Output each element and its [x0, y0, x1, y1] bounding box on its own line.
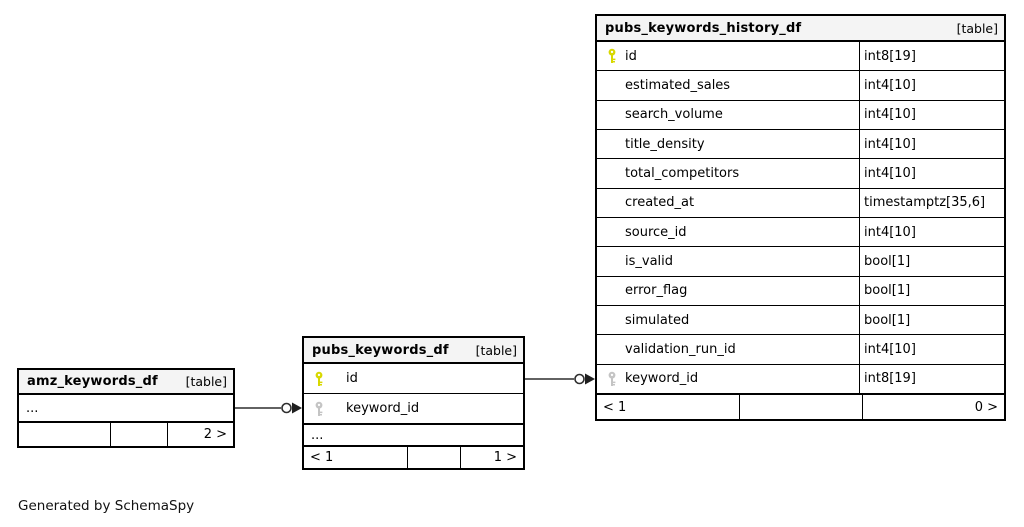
column-name: is_valid — [625, 253, 674, 269]
primary-key-icon — [606, 48, 618, 64]
table-row: is_valid bool[1] — [597, 246, 1004, 276]
hidden-columns-ellipsis: ... — [26, 400, 39, 416]
table-row: simulated bool[1] — [597, 304, 1004, 335]
footer-children-count — [19, 423, 110, 446]
key-icon-slot — [606, 283, 618, 299]
table-row: created_at timestamptz[35,6] — [597, 187, 1004, 217]
table-header[interactable]: pubs_keywords_df [table] — [304, 338, 523, 364]
key-icon-slot — [606, 312, 618, 328]
table-type-tag: [table] — [475, 342, 517, 358]
column-type: timestamptz[35,6] — [864, 195, 986, 211]
key-icon-slot — [606, 136, 618, 152]
edge-amz-to-pubs — [235, 402, 302, 414]
footer-spacer — [110, 423, 167, 446]
key-icon-slot — [606, 341, 618, 357]
zero-or-one-circle — [281, 402, 292, 414]
key-icon-slot — [606, 224, 618, 240]
column-type: bool[1] — [864, 312, 911, 328]
table-row: estimated_sales int4[10] — [597, 70, 1004, 100]
table-header[interactable]: pubs_keywords_history_df [table] — [597, 16, 1004, 42]
column-type: int4[10] — [864, 136, 916, 152]
primary-key-icon — [313, 371, 325, 387]
key-icon-slot — [606, 253, 618, 269]
table-node-pubs-keywords-history-df[interactable]: pubs_keywords_history_df [table] id int8… — [595, 14, 1006, 421]
key-icon-slot — [606, 195, 618, 211]
generated-by-caption: Generated by SchemaSpy — [18, 498, 195, 514]
table-title: amz_keywords_df — [27, 374, 158, 389]
hidden-columns-ellipsis: ... — [304, 423, 523, 445]
table-row: keyword_id — [304, 393, 523, 423]
table-node-pubs-keywords-df[interactable]: pubs_keywords_df [table] id keyword_id — [302, 336, 525, 470]
column-type: int4[10] — [864, 165, 916, 181]
table-row: source_id int4[10] — [597, 216, 1004, 247]
table-footer: < 1 1 > — [304, 445, 523, 468]
footer-children-count: < 1 — [310, 450, 334, 465]
column-name: id — [346, 371, 358, 386]
table-footer: 2 > — [19, 421, 233, 446]
table-type-tag: [table] — [185, 374, 227, 389]
table-title: pubs_keywords_df — [312, 342, 449, 358]
arrowhead-icon — [292, 402, 302, 414]
table-row: search_volume int4[10] — [597, 99, 1004, 129]
column-name: total_competitors — [625, 165, 740, 181]
column-name: id — [625, 48, 637, 64]
column-name: keyword_id — [625, 371, 699, 387]
table-row: validation_run_id int4[10] — [597, 334, 1004, 364]
table-row: id int8[19] — [597, 42, 1004, 71]
column-type: int4[10] — [864, 341, 916, 357]
footer-children-count: < 1 — [603, 399, 627, 415]
column-name: estimated_sales — [625, 77, 731, 93]
column-rows: id keyword_id — [304, 364, 523, 423]
footer-spacer — [739, 395, 862, 419]
column-name: error_flag — [625, 283, 688, 299]
table-title: pubs_keywords_history_df — [605, 20, 802, 36]
column-type: int4[10] — [864, 77, 916, 93]
footer-spacer — [407, 447, 460, 468]
table-row: id — [304, 364, 523, 393]
column-name: validation_run_id — [625, 341, 736, 357]
column-rows: id int8[19] estimated_sales int4[10] sea… — [597, 42, 1004, 393]
column-name: title_density — [625, 136, 705, 152]
column-name: source_id — [625, 224, 687, 240]
arrowhead-icon — [585, 373, 595, 385]
edge-pubs-to-history — [525, 373, 595, 385]
footer-parents-count: 1 > — [460, 447, 523, 468]
table-header[interactable]: amz_keywords_df [table] — [19, 370, 233, 395]
column-type: int4[10] — [864, 224, 916, 240]
zero-or-one-circle — [574, 373, 585, 385]
column-name: created_at — [625, 195, 695, 211]
column-type: int4[10] — [864, 107, 916, 123]
table-row: title_density int4[10] — [597, 128, 1004, 159]
column-name: simulated — [625, 312, 690, 328]
footer-parents-count: 2 > — [167, 423, 233, 446]
table-type-tag: [table] — [956, 20, 998, 36]
key-icon-slot — [606, 77, 618, 93]
foreign-key-icon — [606, 371, 618, 387]
table-row: total_competitors int4[10] — [597, 158, 1004, 188]
footer-parents-count: 0 > — [862, 395, 1004, 419]
column-type: int8[19] — [864, 48, 916, 64]
column-type: bool[1] — [864, 283, 911, 299]
column-type: int8[19] — [864, 371, 916, 387]
key-icon-slot — [606, 165, 618, 181]
foreign-key-icon — [313, 401, 325, 417]
column-name: keyword_id — [346, 401, 420, 416]
column-name: search_volume — [625, 107, 723, 123]
table-footer: < 1 0 > — [597, 393, 1004, 419]
table-row: keyword_id int8[19] — [597, 363, 1004, 393]
table-row: error_flag bool[1] — [597, 275, 1004, 305]
column-type: bool[1] — [864, 253, 911, 269]
key-icon-slot — [606, 107, 618, 123]
table-node-amz-keywords-df[interactable]: amz_keywords_df [table] ... 2 > — [17, 368, 235, 448]
